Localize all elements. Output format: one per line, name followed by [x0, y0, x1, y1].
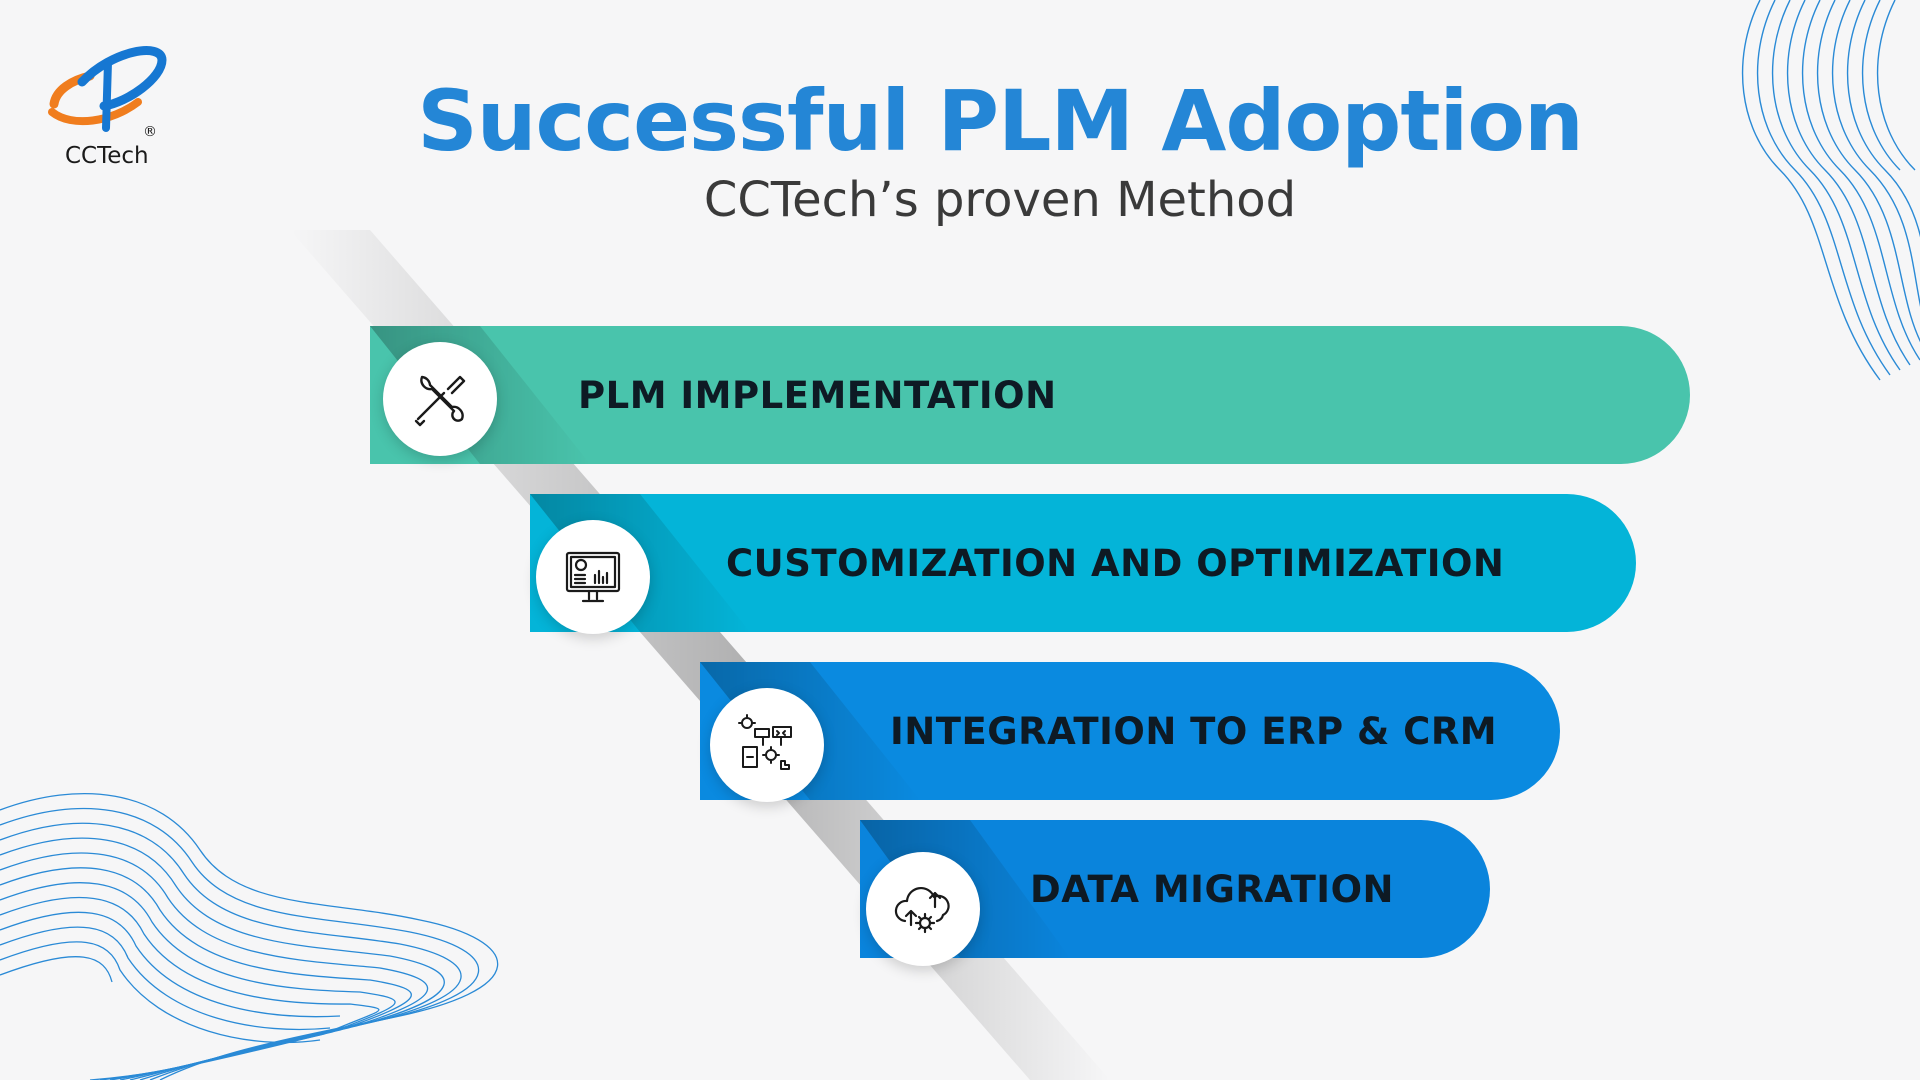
step-icon-circle [866, 852, 980, 966]
step-label: CUSTOMIZATION AND OPTIMIZATION [726, 541, 1505, 585]
step-band-plm-implementation: PLM IMPLEMENTATION [370, 326, 1690, 464]
step-label: INTEGRATION TO ERP & CRM [890, 709, 1498, 753]
logo-text: CCTech [65, 143, 149, 169]
step-icon-circle [710, 688, 824, 802]
page-title: Successful PLM Adoption [417, 72, 1584, 170]
cctech-logo [48, 46, 167, 132]
cloud-gear-icon [894, 887, 950, 934]
step-icon-circle [383, 342, 497, 456]
page-subtitle: CCTech’s proven Method [703, 172, 1297, 228]
step-band-integration: INTEGRATION TO ERP & CRM [700, 662, 1560, 800]
wave-lines-top-right [1741, 0, 1920, 381]
tools-icon [414, 375, 466, 427]
step-band-customization: CUSTOMIZATION AND OPTIMIZATION [530, 494, 1636, 632]
step-label: DATA MIGRATION [1030, 867, 1394, 911]
integration-flow-icon [738, 714, 792, 770]
step-icon-circle [536, 520, 650, 634]
registered-mark: ® [143, 124, 157, 140]
step-label: PLM IMPLEMENTATION [578, 373, 1057, 417]
wave-lines-bottom-left [0, 793, 499, 1080]
monitor-dashboard-icon [565, 551, 621, 603]
